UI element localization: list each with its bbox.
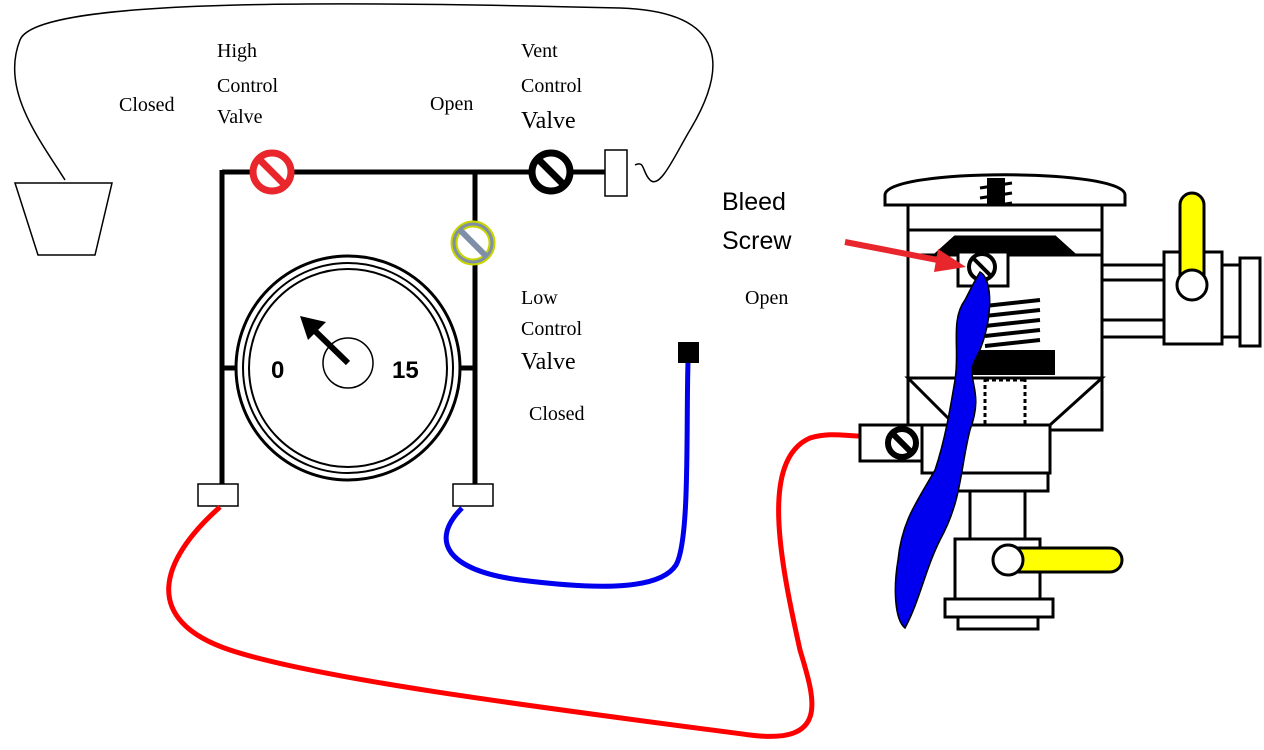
- bleed-screw-state-label: Open: [745, 287, 788, 309]
- low-hose-end-fitting: [678, 342, 699, 363]
- low-control-valve[interactable]: [450, 220, 496, 266]
- svg-text:High: High: [217, 40, 257, 62]
- gauge-min-label: 0: [271, 357, 284, 384]
- vent-control-valve-label: Vent Control Valve: [521, 40, 583, 134]
- bucket: [13, 182, 113, 256]
- lower-shutoff-handle[interactable]: [991, 543, 1124, 577]
- backflow-preventer: [883, 173, 1262, 631]
- high-valve-state-label: Closed: [119, 94, 175, 116]
- svg-text:Vent: Vent: [521, 40, 558, 62]
- high-side-connector: [197, 483, 239, 507]
- svg-text:Valve: Valve: [521, 108, 576, 134]
- svg-text:Bleed: Bleed: [722, 188, 786, 216]
- svg-text:Control: Control: [217, 75, 279, 97]
- vent-loop-hose: [14, 3, 714, 183]
- svg-text:Valve: Valve: [521, 349, 576, 375]
- svg-text:Low: Low: [521, 287, 558, 309]
- vent-fitting: [604, 149, 628, 197]
- test-cock[interactable]: [858, 423, 924, 463]
- svg-text:Screw: Screw: [722, 227, 792, 255]
- low-side-hose[interactable]: [443, 361, 691, 589]
- upper-shutoff-handle[interactable]: [1175, 191, 1209, 302]
- bleed-screw-label: Bleed Screw: [722, 188, 792, 255]
- low-side-connector: [452, 483, 494, 507]
- low-control-valve-label: Low Control Valve: [521, 287, 583, 375]
- high-control-valve[interactable]: [249, 149, 295, 195]
- gauge-max-label: 15: [392, 357, 419, 384]
- svg-text:Valve: Valve: [217, 106, 263, 128]
- high-side-hose[interactable]: [166, 432, 861, 739]
- bleed-screw-pointer-arrow: [844, 239, 966, 272]
- low-valve-state-label: Closed: [529, 403, 585, 425]
- gauge-needle-tip: [300, 316, 326, 340]
- vent-control-valve[interactable]: [528, 149, 574, 195]
- water-leak: [894, 271, 991, 630]
- vent-valve-state-label: Open: [430, 93, 473, 115]
- gauge-needle: [311, 327, 351, 366]
- svg-text:Control: Control: [521, 318, 583, 340]
- pressure-gauge: [234, 254, 462, 482]
- svg-text:Control: Control: [521, 75, 583, 97]
- high-control-valve-label: High Control Valve: [217, 40, 279, 128]
